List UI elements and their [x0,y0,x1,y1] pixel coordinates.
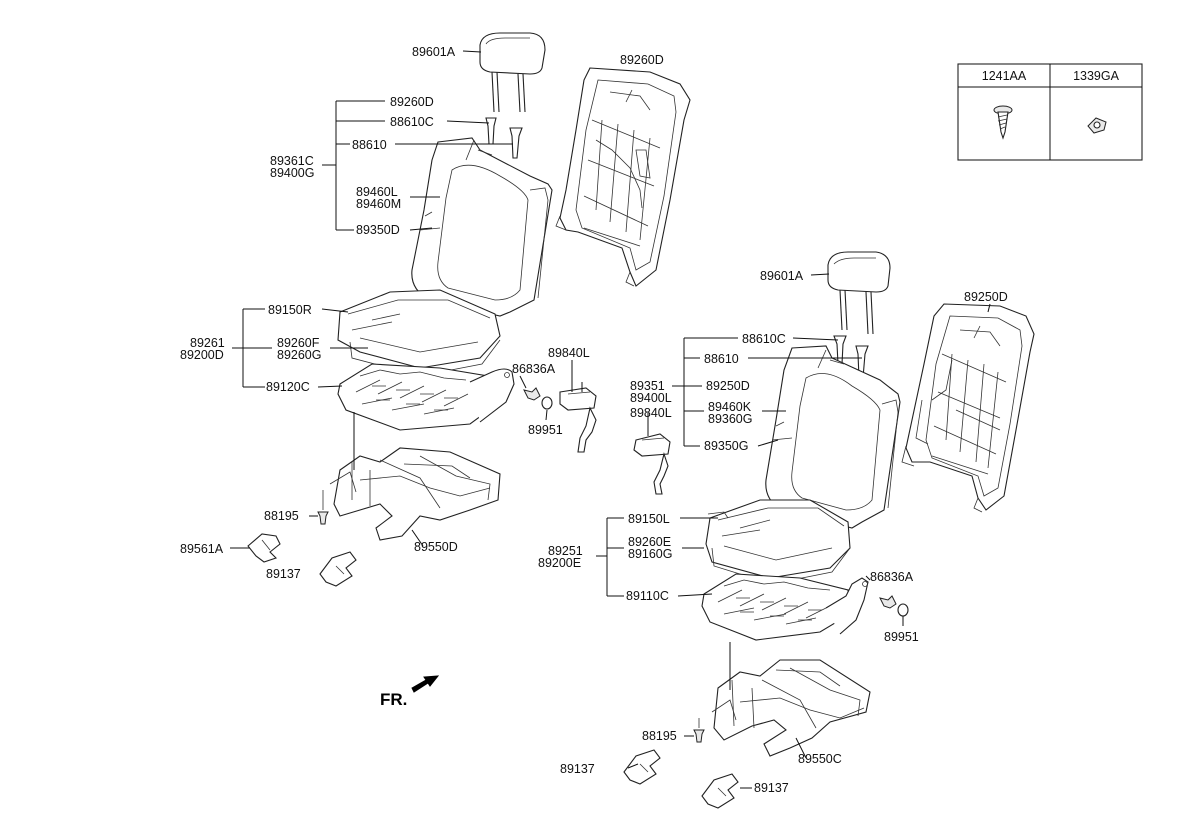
left-seat-assembly [230,32,691,587]
left-seatback-frame [555,67,691,287]
left-headrest [479,32,546,113]
right-cap-89951 [897,603,909,617]
right-seatback-frame [901,303,1035,513]
part-label-89160g: 89160G [628,547,672,561]
right-seat-rails [711,659,871,757]
part-label-89137: 89137 [754,781,789,795]
legend-code-1339GA: 1339GA [1073,69,1120,83]
part-label-89200d: 89200D [180,348,224,362]
part-label-89150r: 89150R [268,303,312,317]
part-label-89260d: 89260D [620,53,664,67]
fr-label: FR. [380,690,407,709]
part-label-89150l: 89150L [628,512,670,526]
part-label-89550c: 89550C [798,752,842,766]
right-seat-cushion [705,499,851,585]
right-seat-frame [701,573,869,641]
left-seat-cushion [337,289,501,377]
part-label-89951: 89951 [884,630,919,644]
right-bolt-88195 [693,718,705,743]
part-label-89120c: 89120C [266,380,310,394]
part-label-89350g: 89350G [704,439,748,453]
left-bolt-88195 [317,490,329,525]
left-cover-89137 [319,551,357,587]
part-label-89840l: 89840L [630,406,672,420]
right-cover-89137-a [623,749,661,785]
part-label-89137: 89137 [560,762,595,776]
part-label-86836a: 86836A [870,570,914,584]
right-buckle [633,433,671,495]
front-direction-indicator: FR. [380,675,440,709]
part-label-89361c: 89361C [270,154,314,168]
part-label-88610: 88610 [704,352,739,366]
part-label-89260f: 89260F [277,336,320,350]
part-label-89260e: 89260E [628,535,671,549]
part-label-88195: 88195 [642,729,677,743]
part-label-88610c: 88610C [742,332,786,346]
right-headrest [827,251,891,335]
part-label-89460m: 89460M [356,197,401,211]
part-label-89250d: 89250D [964,290,1008,304]
left-seatback [411,137,553,317]
left-seat-frame [337,363,515,431]
part-label-89400l: 89400L [630,391,672,405]
part-label-88610c: 88610C [390,115,434,129]
part-label-89460l: 89460L [356,185,398,199]
part-label-89351: 89351 [630,379,665,393]
part-label-89460k: 89460K [708,400,752,414]
part-label-89840l: 89840L [548,346,590,360]
part-label-86836a: 86836A [512,362,556,376]
part-label-89200e: 89200E [538,556,581,570]
left-bolt-86836a [523,387,541,401]
legend-code-1241AA: 1241AA [982,69,1027,83]
right-cover-89137-b [701,773,739,809]
left-buckle [559,387,597,453]
left-cap-89951 [541,396,553,410]
part-label-89350d: 89350D [356,223,400,237]
legend-table: 1241AA 1339GA [957,63,1143,161]
left-headrest-guides [485,117,523,159]
part-label-88195: 88195 [264,509,299,523]
front-arrow-icon [411,675,440,693]
right-seat-assembly [519,251,1035,809]
part-label-89951: 89951 [528,423,563,437]
part-label-89400g: 89400G [270,166,314,180]
right-bolt-86836a [879,595,897,609]
screw-icon [993,105,1013,140]
part-label-89260d: 89260D [390,95,434,109]
left-leader-lines [230,50,573,549]
right-seatback [765,345,901,529]
part-label-89250d: 89250D [706,379,750,393]
part-label-89360g: 89360G [708,412,752,426]
part-label-89550d: 89550D [414,540,458,554]
part-label-89261: 89261 [190,336,225,350]
left-seat-rails [329,447,501,541]
part-label-89260g: 89260G [277,348,321,362]
clip-nut-icon [1087,117,1107,134]
part-label-89251: 89251 [548,544,583,558]
part-labels: 89601A 89260D 89260D 88610C 88610 89361C… [180,45,1008,795]
part-label-88610: 88610 [352,138,387,152]
part-label-89561a: 89561A [180,542,224,556]
left-cover-89561a [247,533,281,563]
right-leader-lines [519,273,991,789]
part-label-89601a: 89601A [760,269,804,283]
part-label-89110c: 89110C [626,589,669,603]
part-label-89137: 89137 [266,567,301,581]
part-label-89601a: 89601A [412,45,456,59]
